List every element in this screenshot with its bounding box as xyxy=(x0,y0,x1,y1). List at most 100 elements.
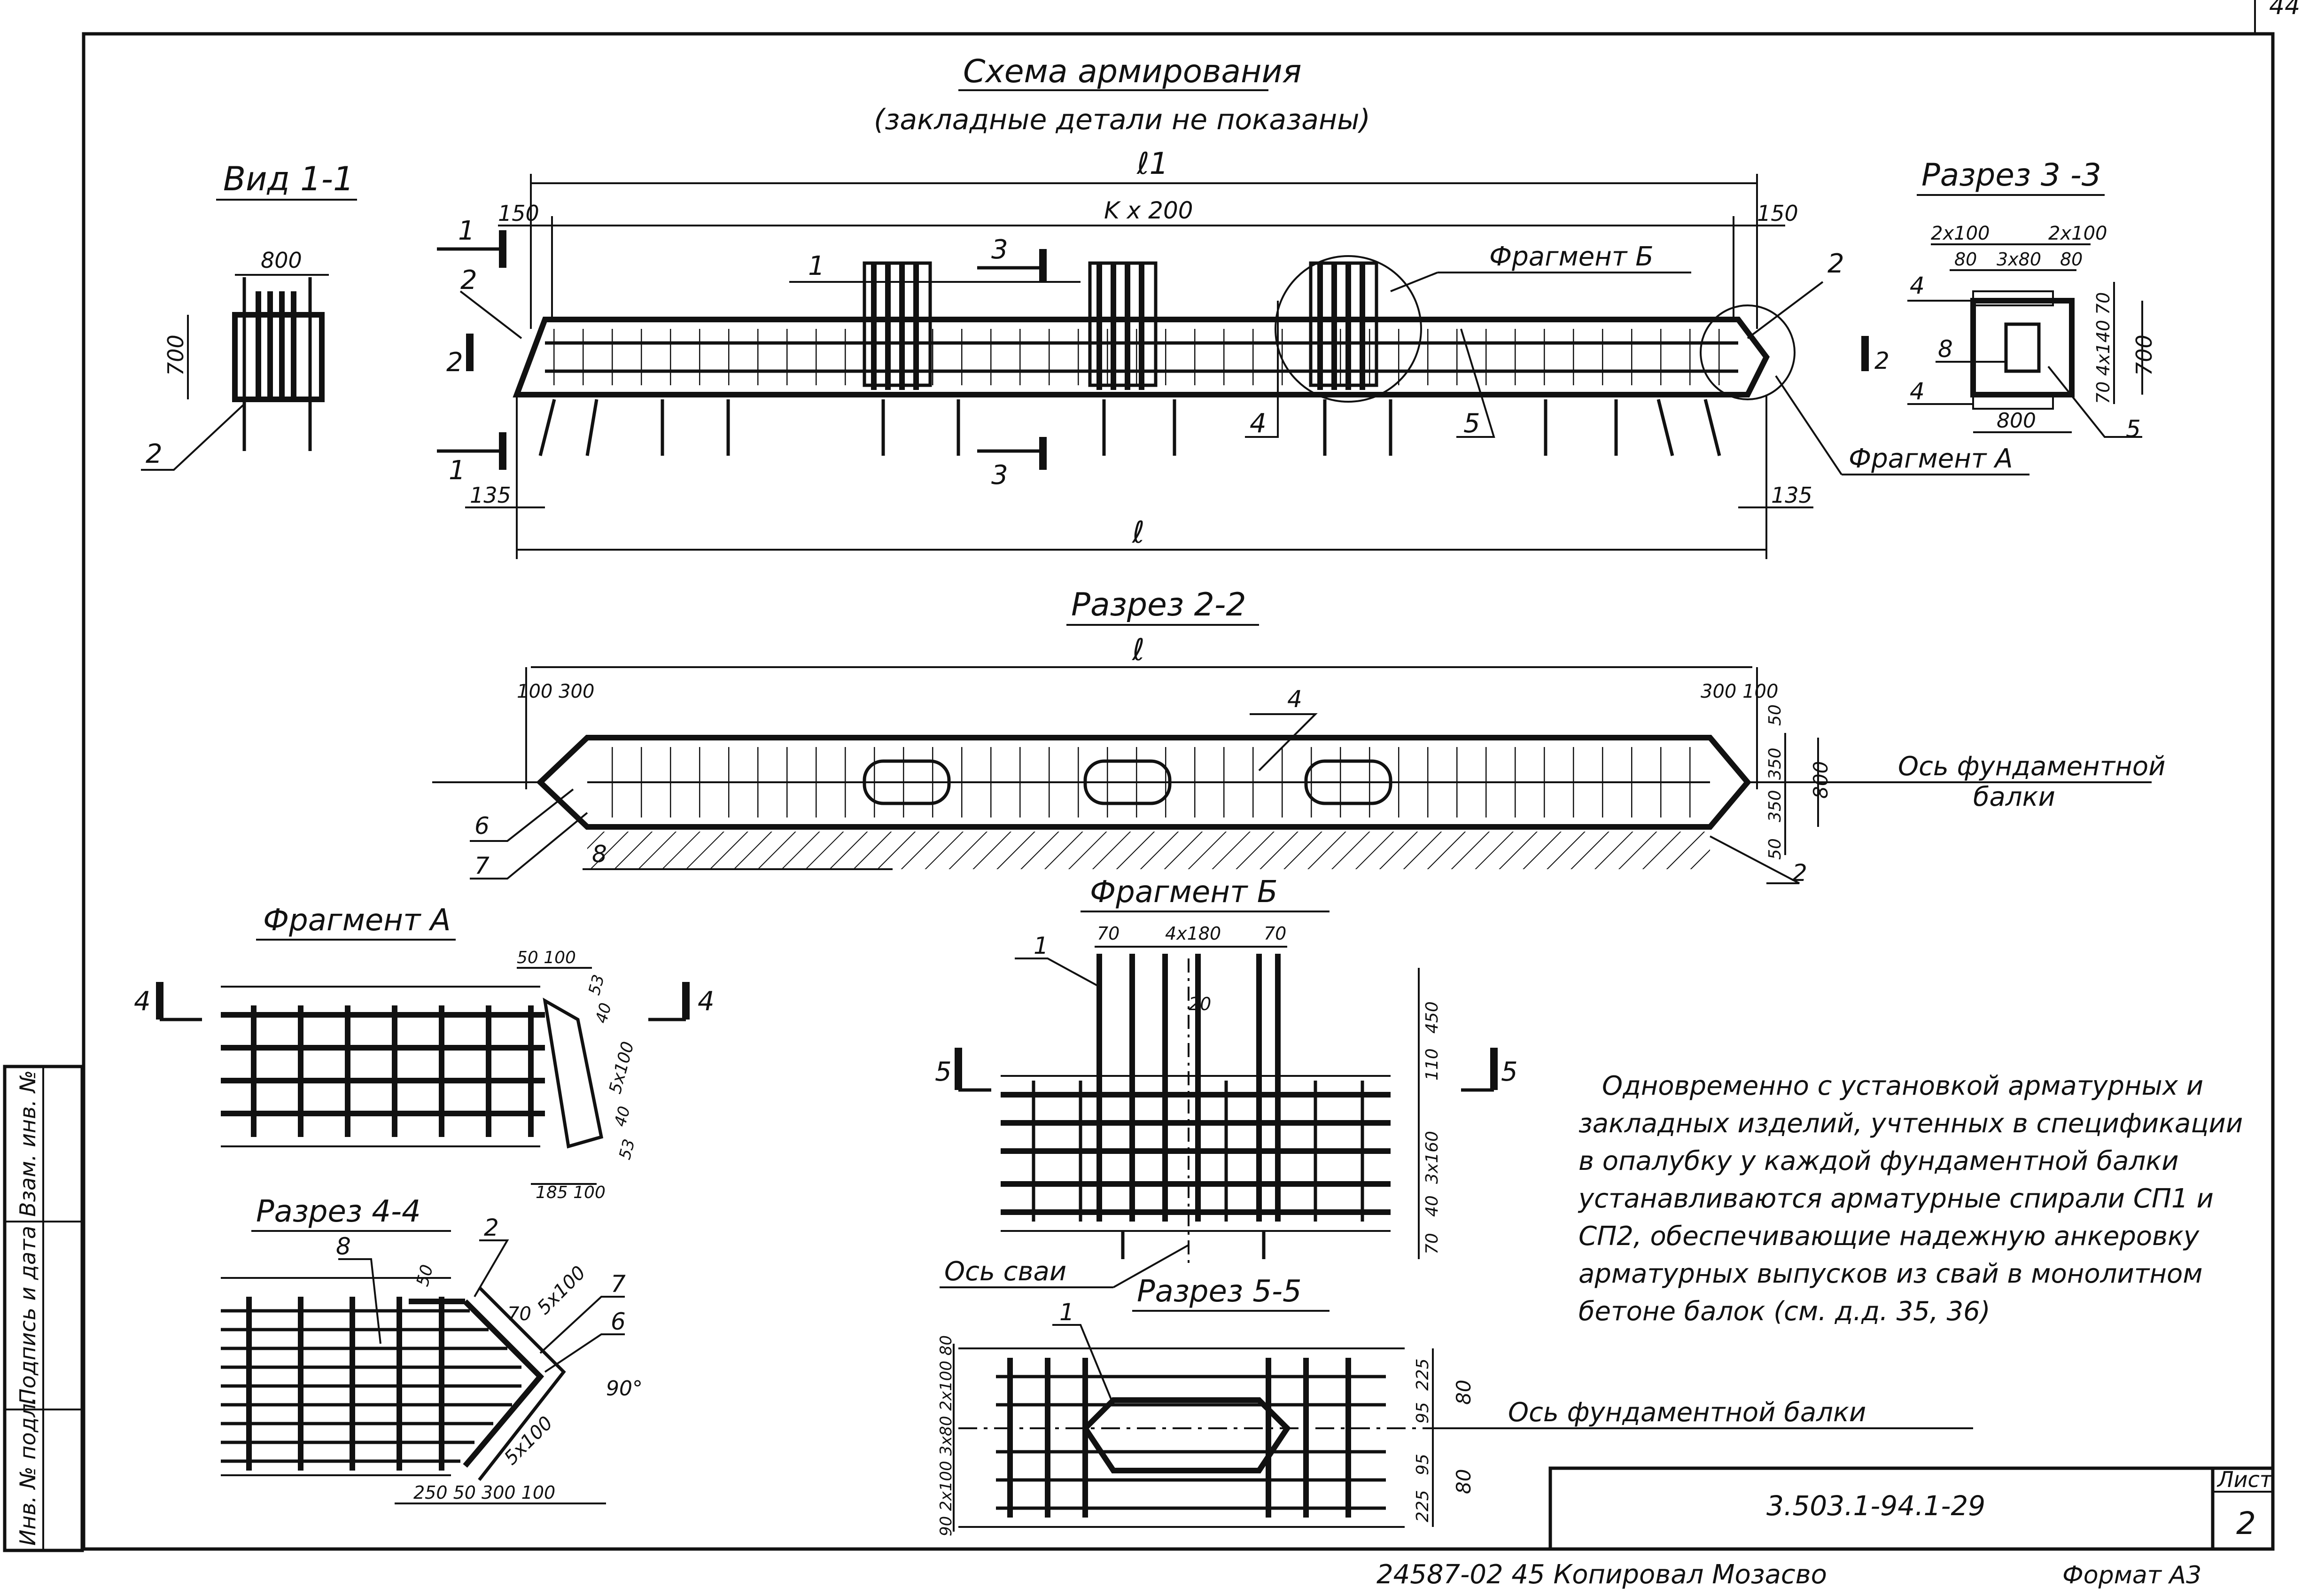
dim-l: ℓ xyxy=(1132,515,1144,550)
section-2-2-title: Разрез 2-2 xyxy=(1071,586,1246,623)
note-line-5: СП2, обеспечивающие надежную анкеровку xyxy=(1578,1221,2200,1252)
dim-left-135: 135 xyxy=(470,483,511,508)
note-line-1: Одновременно с установкой арматурных и xyxy=(1602,1071,2203,1101)
section-2-2-hatch xyxy=(587,832,1710,869)
fragment-a-section-4-right: 4 xyxy=(698,986,715,1017)
fragment-b-circle xyxy=(1275,255,1422,403)
fragment-b-dim-4x180: 4x180 xyxy=(1165,923,1221,944)
pos-5: 5 xyxy=(1463,408,1480,439)
sheet-label: Лист xyxy=(2216,1467,2273,1492)
section-2-2-pos-7: 7 xyxy=(474,852,490,880)
section-5-5-dim-225-top: 225 xyxy=(1413,1358,1432,1391)
dim-2x100-left: 2x100 xyxy=(1931,223,1990,244)
section-5-5-dim-95-bottom: 95 xyxy=(1413,1454,1432,1475)
note-line-7: бетоне балок (см. д.д. 35, 36) xyxy=(1578,1296,1990,1327)
stamp-vzam-inv: Взам. инв. № xyxy=(15,1070,40,1217)
section-2-2-pos-8: 8 xyxy=(592,841,607,868)
section-4-4-angle: 90° xyxy=(606,1377,643,1401)
section-5-5-axis-label: Ось фундаментной балки xyxy=(1508,1397,1866,1428)
section-4-4-pos-2: 2 xyxy=(484,1214,499,1241)
fragment-b-dim-3x160: 3x160 xyxy=(1423,1131,1442,1184)
fragment-b-section-5-right: 5 xyxy=(1501,1057,1518,1087)
fragment-b-callout: Фрагмент Б xyxy=(1489,241,1654,272)
stamp-inv-podl: Инв. № подл. xyxy=(15,1397,40,1546)
axis-label-line2: балки xyxy=(1973,782,2055,812)
section-3-3: Разрез 3 -3 2x100 2x100 80 3x80 80 70 4x… xyxy=(1861,157,2157,443)
section-5-5-dim-95-top: 95 xyxy=(1413,1402,1432,1424)
dim-800: 800 xyxy=(1997,409,2036,433)
dim-right-135: 135 xyxy=(1771,483,1812,508)
fragment-a-dim-53-top: 53 xyxy=(585,973,608,997)
section-1-top: 1 xyxy=(458,216,475,246)
footer: 24587-02 45 Копировал Мозасво Формат А3 xyxy=(1376,1559,2201,1590)
dim-800-2-2: 800 xyxy=(1809,761,1832,799)
fragment-b-dim-450: 450 xyxy=(1423,1001,1442,1034)
fragment-a-mesh xyxy=(221,997,604,1149)
section-4-4: Разрез 4-4 8 2 7 xyxy=(221,1194,643,1504)
view-1-1-section xyxy=(232,312,325,402)
fragment-a-dim-185-100: 185 100 xyxy=(536,1183,606,1202)
fragment-b-section-5-left: 5 xyxy=(935,1057,952,1087)
fragment-b-dim-110: 110 xyxy=(1423,1048,1442,1081)
fragment-b-pos-1: 1 xyxy=(1034,932,1049,959)
section-5-5-title: Разрез 5-5 xyxy=(1137,1274,1302,1309)
note-line-3: в опалубку у каждой фундаментной балки xyxy=(1578,1146,2178,1176)
section-5-5-pos-1: 1 xyxy=(1059,1299,1074,1326)
fragment-a-dim-40-bottom: 40 xyxy=(611,1104,634,1129)
fragment-a-dim-5x100: 5x100 xyxy=(606,1040,638,1096)
sheet-frame: 44 xyxy=(82,0,2300,1551)
main-scheme-title: Схема армирования xyxy=(963,53,1302,90)
section-4-4-mesh xyxy=(221,1277,566,1481)
pile-axis-label: Ось сваи xyxy=(944,1256,1066,1287)
section-3-3-title: Разрез 3 -3 xyxy=(1921,157,2101,193)
fragment-a-callout: Фрагмент А xyxy=(1849,444,2013,474)
dim-80-right: 80 xyxy=(2060,249,2083,270)
section-3-top: 3 xyxy=(991,234,1008,265)
section-5-5-dim-225-bottom: 225 xyxy=(1413,1490,1432,1522)
section-5-5: Разрез 5-5 1 90 2x100 3x80 2x100 80 225 … xyxy=(937,1274,1973,1536)
section-4-4-title: Разрез 4-4 xyxy=(256,1194,421,1229)
section-4-4-dim-bottom: 250 50 300 100 xyxy=(413,1482,555,1503)
title-block: 3.503.1-94.1-29 Лист 2 xyxy=(1548,1466,2275,1551)
sheet-number: 2 xyxy=(2236,1505,2256,1542)
view-1-1-width: 800 xyxy=(261,248,302,273)
section-5-5-dims-left: 90 2x100 3x80 2x100 80 xyxy=(937,1335,956,1536)
section-4-4-dim-50: 50 xyxy=(413,1262,437,1288)
section-2-2-dim-l: ℓ xyxy=(1132,633,1144,668)
dim-3x80: 3x80 xyxy=(1997,249,2041,270)
section-4-4-pos-6: 6 xyxy=(611,1308,626,1335)
piles xyxy=(538,399,1721,456)
dim-right-150: 150 xyxy=(1757,201,1798,226)
pos-1: 1 xyxy=(808,251,825,281)
view-1-1-title: Вид 1-1 xyxy=(223,160,354,198)
dim-l1: ℓ1 xyxy=(1136,147,1168,181)
section-1-bottom: 1 xyxy=(449,455,466,486)
fragment-a-dim-53-bottom: 53 xyxy=(615,1137,639,1161)
fragment-b-dim-20: 20 xyxy=(1189,994,1211,1014)
note-line-6: арматурных выпусков из свай в монолитном xyxy=(1578,1259,2203,1289)
beam-outline xyxy=(513,317,1770,397)
section-5-5-dim-80-bottom: 80 xyxy=(1452,1469,1475,1494)
doc-code: 3.503.1-94.1-29 xyxy=(1766,1490,1985,1522)
note-line-4: устанавливаются арматурные спирали СП1 и xyxy=(1578,1183,2214,1214)
side-stamp: Инв. № подл. Подпись и дата Взам. инв. № xyxy=(3,1065,84,1552)
fragment-b-title: Фрагмент Б xyxy=(1090,875,1278,910)
dim-70-top: 70 xyxy=(2093,292,2114,315)
section-5-5-spiral xyxy=(1081,1397,1291,1473)
note-line-2: закладных изделий, учтенных в спецификац… xyxy=(1578,1108,2243,1139)
dim-2x100-right: 2x100 xyxy=(2048,223,2107,244)
section-3-bottom: 3 xyxy=(991,460,1008,490)
dim-50-bottom: 50 xyxy=(1765,838,1785,860)
fragment-b-dim-40: 40 xyxy=(1423,1195,1442,1217)
dim-left-150: 150 xyxy=(498,201,539,226)
section-3-3-mark-2: 2 xyxy=(1874,347,1889,374)
stamp-podpis-data: Подпись и дата xyxy=(15,1226,40,1405)
section-4-4-pos-8: 8 xyxy=(336,1233,351,1260)
section-5-5-mesh xyxy=(958,1347,1405,1528)
section-3-3-pos-5: 5 xyxy=(2126,415,2141,443)
dim-80-left: 80 xyxy=(1954,249,1977,270)
section-2-2-dim-left: 100 300 xyxy=(517,681,594,702)
fragment-a-title: Фрагмент А xyxy=(263,903,451,938)
dim-350-a: 350 xyxy=(1765,747,1785,780)
section-2-2-pos-4: 4 xyxy=(1287,685,1302,713)
